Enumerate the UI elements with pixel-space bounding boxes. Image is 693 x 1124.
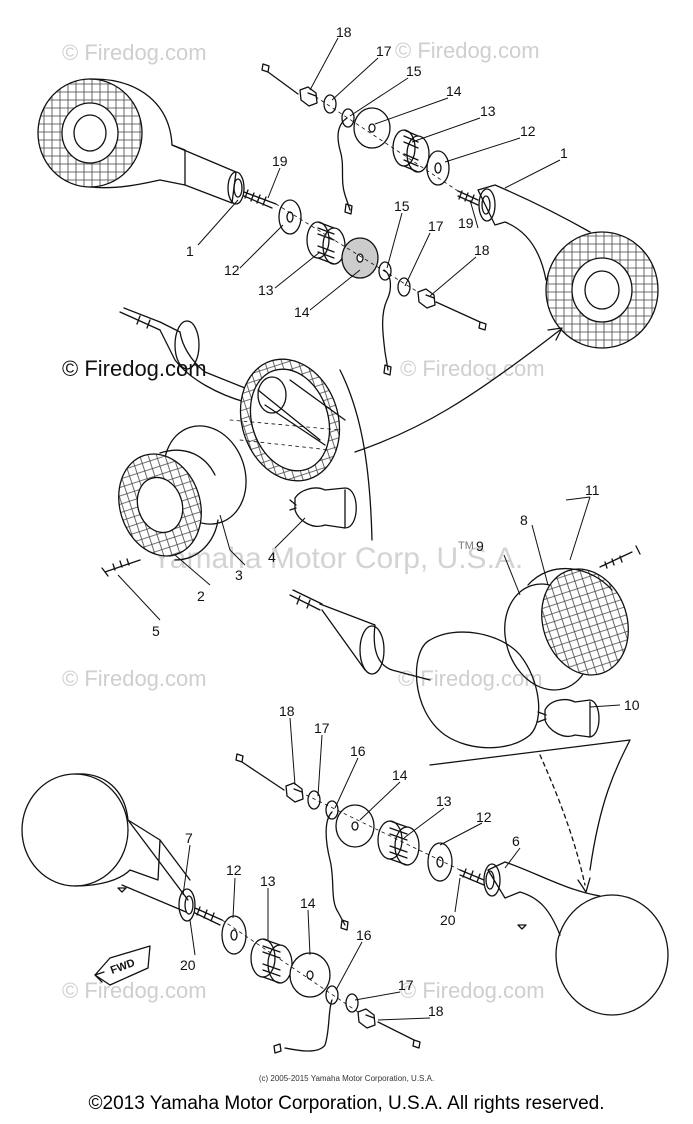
nut-18-lower-left <box>357 1008 376 1029</box>
callout-6: 6 <box>512 833 520 849</box>
nut-18-lower-right <box>285 782 304 803</box>
grommet-13-lower-left <box>250 938 293 984</box>
tm-mark: TM <box>458 540 474 552</box>
callout-17-top-left: 17 <box>428 218 444 234</box>
grommet-13-lower-right <box>377 820 420 866</box>
washer-12-left <box>278 199 302 235</box>
callout-2: 2 <box>197 588 205 604</box>
front-right-turn-signal-lamp <box>477 184 659 349</box>
callout-7: 7 <box>185 830 193 846</box>
washer-12-lower-left <box>221 915 247 955</box>
grommet-13-left <box>306 221 346 265</box>
callout-8: 8 <box>520 512 528 528</box>
callout-18-top-left: 18 <box>474 242 490 258</box>
nut-18-left <box>417 288 436 309</box>
callout-leaders <box>117 37 621 1021</box>
plate-14-lower-right <box>335 804 375 848</box>
callout-4: 4 <box>268 549 276 565</box>
callout-15-top-right: 15 <box>406 63 422 79</box>
callout-16-lower-left: 16 <box>356 927 372 943</box>
callout-19-top-left: 19 <box>272 153 288 169</box>
nut-18-right <box>299 86 318 107</box>
callout-20-lower-right: 20 <box>440 912 456 928</box>
wire-lead-left <box>435 301 487 331</box>
bolt-20-right <box>459 868 485 886</box>
rear-left-turn-signal-lamp <box>21 773 196 922</box>
callout-numbers: 18 17 15 14 13 12 1 19 19 1 12 13 14 15 … <box>152 24 640 1019</box>
plate-14-lower-left <box>289 952 331 998</box>
rear-right-turn-signal-lamp <box>483 861 669 1016</box>
ground-wire-16-upper <box>325 811 349 931</box>
washer-17-right <box>323 94 337 114</box>
callout-13-lower-left: 13 <box>260 873 276 889</box>
washer-17-lower-left <box>345 993 359 1013</box>
bolt-19-right <box>457 190 479 206</box>
rear-lamp-detail <box>289 545 641 893</box>
washer-17-lower-right <box>307 790 321 810</box>
firedog-watermark-7: © Firedog.com <box>400 978 545 1003</box>
firedog-watermark-2: © Firedog.com <box>395 38 540 63</box>
callout-9: 9 <box>476 538 484 554</box>
callout-18-lower-right: 18 <box>279 703 295 719</box>
callout-1-top-right: 1 <box>560 145 568 161</box>
callout-16-lower-right: 16 <box>350 743 366 759</box>
callout-13-top-left: 13 <box>258 282 274 298</box>
callout-14-lower-right: 14 <box>392 767 408 783</box>
callout-12-lower-left: 12 <box>226 862 242 878</box>
ground-wire-15-right <box>337 117 353 215</box>
firedog-watermark-6: © Firedog.com <box>62 978 207 1003</box>
firedog-watermark-1: © Firedog.com <box>62 40 207 65</box>
wire-lead-lower-left <box>377 1021 421 1049</box>
wire-lead-lower-right <box>235 753 285 791</box>
callout-5: 5 <box>152 623 160 639</box>
copyright-footer: ©2013 Yamaha Motor Corporation, U.S.A. A… <box>88 1093 605 1114</box>
callout-12-lower-right: 12 <box>476 809 492 825</box>
plate-14-right <box>353 107 391 149</box>
small-copyright-line: (c) 2005-2015 Yamaha Motor Corporation, … <box>258 1074 435 1083</box>
callout-3: 3 <box>235 567 243 583</box>
washer-12-lower-right <box>427 842 453 882</box>
callout-14-top-left: 14 <box>294 304 310 320</box>
fwd-direction-arrow <box>94 945 151 986</box>
washer-17-left <box>397 277 411 297</box>
washer-12-right <box>426 150 450 186</box>
callout-20-lower-left: 20 <box>180 957 196 973</box>
callout-10: 10 <box>624 697 640 713</box>
lamp-assembly-detail <box>101 307 563 577</box>
grommet-13-right <box>392 129 430 173</box>
callout-14-lower-left: 14 <box>300 895 316 911</box>
yamaha-watermark: Yamaha Motor Corp, U.S.A. <box>152 542 524 575</box>
firedog-watermark-4: © Firedog.com <box>62 666 207 691</box>
callout-1-top-left: 1 <box>186 243 194 259</box>
callout-12-top-left: 12 <box>224 262 240 278</box>
callout-14-top-right: 14 <box>446 83 462 99</box>
callout-18-lower-left: 18 <box>428 1003 444 1019</box>
bolt-19-left <box>243 189 277 209</box>
wire-lead-right <box>261 63 299 95</box>
callout-18-top-right: 18 <box>336 24 352 40</box>
callout-13-lower-right: 13 <box>436 793 452 809</box>
callout-13-top-right: 13 <box>480 103 496 119</box>
callout-17-top-right: 17 <box>376 43 392 59</box>
front-left-turn-signal-lamp <box>37 78 245 205</box>
ground-wire-15-left <box>381 269 392 376</box>
callout-17-lower-right: 17 <box>314 720 330 736</box>
ground-wire-16-lower <box>273 999 333 1054</box>
callout-11: 11 <box>585 482 600 498</box>
callout-17-lower-left: 17 <box>398 977 414 993</box>
callout-12-top-right: 12 <box>520 123 536 139</box>
callout-19-top-right: 19 <box>458 215 474 231</box>
bolt-20-left <box>194 906 223 926</box>
callout-15-top-left: 15 <box>394 198 410 214</box>
